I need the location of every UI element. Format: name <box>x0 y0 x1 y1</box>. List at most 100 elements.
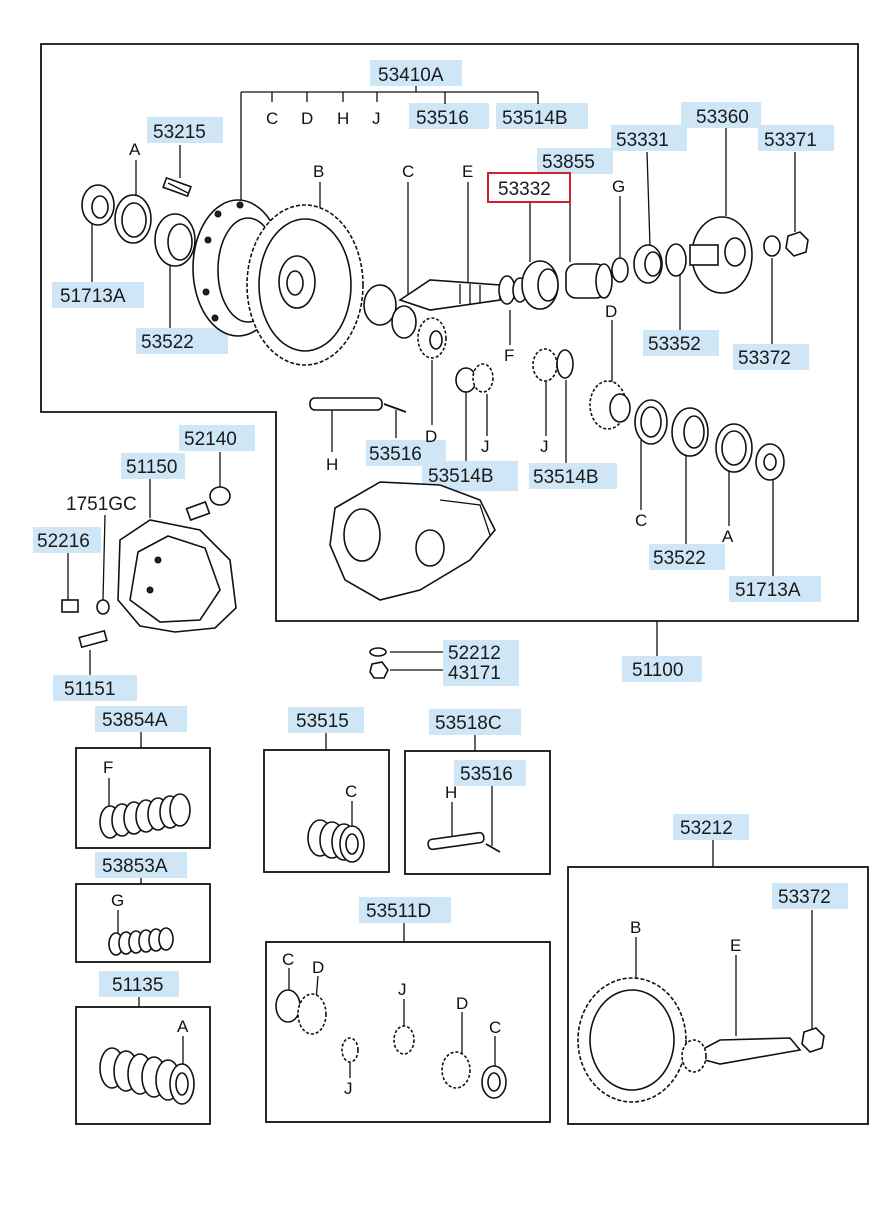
axle-housing <box>329 481 496 601</box>
label-53516-top[interactable]: 53516 <box>416 108 469 129</box>
label-53360[interactable]: 53360 <box>696 107 749 128</box>
letter-J-set2: J <box>344 1079 353 1098</box>
label-43171[interactable]: 43171 <box>448 663 501 684</box>
letter-J-mid1: J <box>481 437 490 456</box>
letter-H-kit: H <box>445 783 457 802</box>
pin-53516-mid <box>383 403 407 413</box>
gear-set-53511D <box>275 989 507 1099</box>
label-53515[interactable]: 53515 <box>296 711 349 732</box>
bearing-53332 <box>521 260 559 310</box>
label-52140[interactable]: 52140 <box>184 429 237 450</box>
letter-D-set1: D <box>312 958 324 977</box>
letter-B-top: B <box>313 162 324 181</box>
label-53514B-top[interactable]: 53514B <box>502 108 568 129</box>
bearing-53522-right <box>671 407 709 457</box>
letter-C-top2: C <box>402 162 414 181</box>
letter-F-top: F <box>504 346 514 365</box>
letter-D-set2: D <box>456 994 468 1013</box>
label-53212[interactable]: 53212 <box>680 818 733 839</box>
letter-J-mid2: J <box>540 437 549 456</box>
label-53514B-mid-1[interactable]: 53514B <box>428 466 494 487</box>
letter-D-top: D <box>301 109 313 128</box>
gear-set-53212 <box>577 977 825 1103</box>
leader-lines <box>67 86 813 1078</box>
label-53516-box[interactable]: 53516 <box>460 764 513 785</box>
label-51100[interactable]: 51100 <box>632 660 683 681</box>
label-53332[interactable]: 53332 <box>498 179 551 200</box>
label-51713A-right[interactable]: 51713A <box>735 580 801 601</box>
letter-E-kit: E <box>730 936 741 955</box>
letter-D-mid: D <box>425 427 437 446</box>
letter-B-kit: B <box>630 918 641 937</box>
label-1751GC[interactable]: 1751GC <box>66 494 137 515</box>
pinion-shaft-H <box>309 397 383 411</box>
label-highlights <box>33 60 848 997</box>
label-53522-left[interactable]: 53522 <box>141 332 194 353</box>
shim-stack-G <box>108 927 174 956</box>
label-53853A[interactable]: 53853A <box>102 856 168 877</box>
washer-53372-top <box>763 235 781 257</box>
letter-C-top: C <box>266 109 278 128</box>
kit-53212-box <box>567 866 869 1125</box>
label-53331[interactable]: 53331 <box>616 130 669 151</box>
letter-A-right: A <box>722 527 734 546</box>
label-53511D[interactable]: 53511D <box>366 901 431 922</box>
kit-53853A-box <box>75 883 211 963</box>
bearing-53522-left <box>154 213 196 267</box>
selected-part-outline <box>487 172 571 203</box>
letter-J-set1: J <box>398 980 407 999</box>
label-51135[interactable]: 51135 <box>112 975 163 996</box>
label-53371[interactable]: 53371 <box>764 130 817 151</box>
side-gear-D-right <box>589 380 631 430</box>
breather-52140 <box>185 486 231 522</box>
label-51151[interactable]: 51151 <box>64 679 115 700</box>
label-53372-box[interactable]: 53372 <box>778 887 831 908</box>
letter-G-top: G <box>612 177 625 196</box>
letter-A-kit: A <box>177 1017 189 1036</box>
shaft-H-kit <box>427 831 501 853</box>
washer-stack-C <box>307 819 365 863</box>
bolt-53215 <box>162 176 192 198</box>
kit-53515-box <box>263 749 390 873</box>
letter-J-top: J <box>372 109 381 128</box>
label-53855[interactable]: 53855 <box>542 152 595 173</box>
label-53352[interactable]: 53352 <box>648 334 701 355</box>
bearing-53331 <box>633 244 663 284</box>
oil-seal-53352 <box>665 243 687 277</box>
kit-51135-box <box>75 1006 211 1125</box>
label-53518C[interactable]: 53518C <box>435 713 502 734</box>
clip-52212 <box>369 647 387 657</box>
collapsible-spacer-53855 <box>565 263 613 299</box>
label-53215[interactable]: 53215 <box>153 122 206 143</box>
kit-53518C-box <box>404 750 551 875</box>
label-53516-mid[interactable]: 53516 <box>369 444 422 465</box>
shim-A-left <box>114 194 152 244</box>
bearing-51713A-right <box>755 443 785 481</box>
nut-43171 <box>369 661 389 679</box>
label-53514B-mid-2[interactable]: 53514B <box>533 467 599 488</box>
reference-letters: C D H J A B C E G F D H D J J C A F G A … <box>103 109 741 1098</box>
letter-H-mid: H <box>326 455 338 474</box>
label-52212[interactable]: 52212 <box>448 643 501 664</box>
letter-G-kit: G <box>111 891 124 910</box>
label-51713A-left[interactable]: 51713A <box>60 286 126 307</box>
label-53522-right[interactable]: 53522 <box>653 548 706 569</box>
kit-53511D-box <box>265 941 551 1123</box>
washer-C-right <box>634 399 668 445</box>
letter-A-topleft: A <box>129 140 141 159</box>
pinion-shaft-E <box>363 279 501 326</box>
bolt-51151 <box>78 629 108 649</box>
label-53854A[interactable]: 53854A <box>102 710 168 731</box>
letter-C-set2: C <box>489 1018 501 1037</box>
shim-A-right <box>715 423 753 473</box>
part-number-labels[interactable]: 53410A 53516 53514B 53215 53855 53332 53… <box>37 65 831 996</box>
label-52216[interactable]: 52216 <box>37 531 90 552</box>
letter-C-set1: C <box>282 950 294 969</box>
kit-53854A-box <box>75 747 211 849</box>
label-53410A[interactable]: 53410A <box>378 65 444 86</box>
label-51150[interactable]: 51150 <box>126 457 177 478</box>
letter-F-kit: F <box>103 758 113 777</box>
gasket-1751GC <box>96 599 110 615</box>
label-53372-top[interactable]: 53372 <box>738 348 791 369</box>
